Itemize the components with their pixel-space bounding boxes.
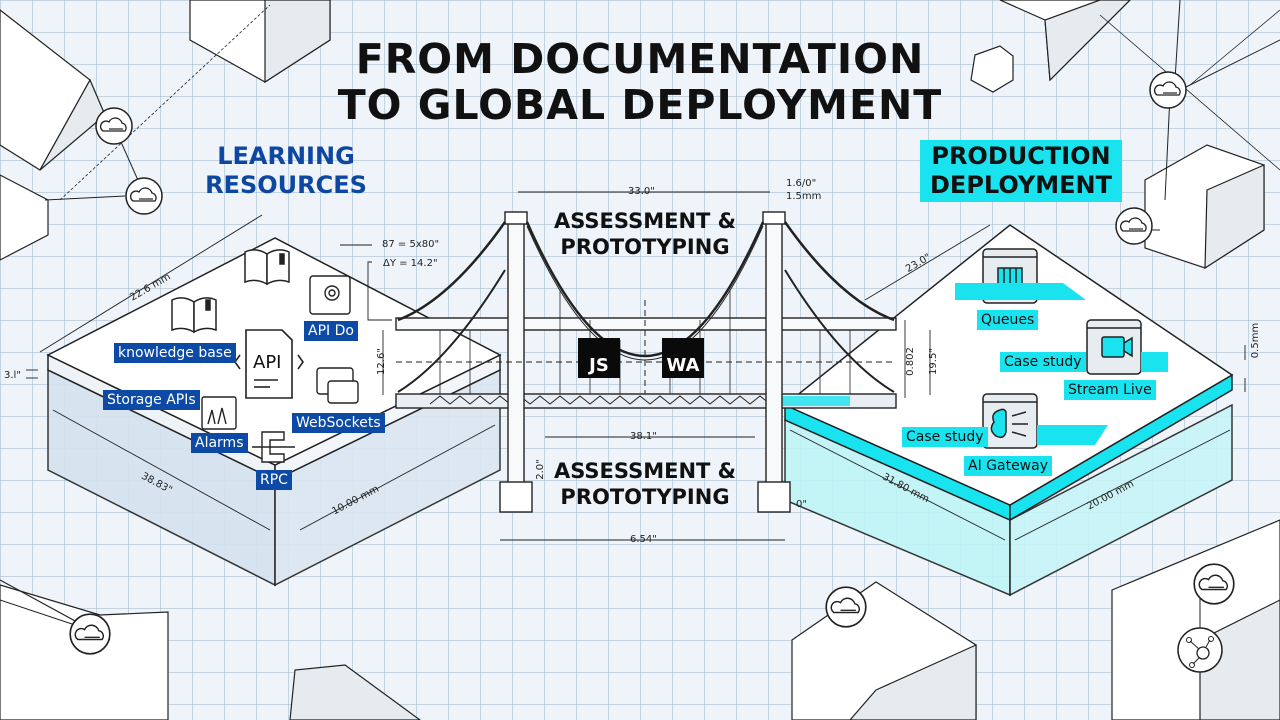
dim-note-1: 87 = 5x80" — [382, 239, 440, 250]
brain-circuit-icon — [982, 393, 1038, 449]
label-line: ASSESSMENT & — [554, 209, 736, 233]
rpc-icon — [252, 431, 295, 463]
logo-text: WA — [666, 355, 700, 376]
learning-platform — [46, 237, 502, 587]
heading-line: LEARNING — [217, 142, 355, 170]
tag-queues[interactable]: Queues — [977, 310, 1039, 330]
book-icon — [244, 249, 290, 286]
cloud-node-icon — [125, 177, 163, 215]
dim-deck-height-right-inner: 0.802 — [904, 347, 916, 376]
dim-pier-height: 2.0" — [534, 459, 546, 480]
page-title: FROM DOCUMENTATION TO GLOBAL DEPLOYMENT — [0, 36, 1280, 128]
learning-resources-heading: LEARNING RESOURCES — [186, 142, 386, 200]
bridge-top-label: ASSESSMENT & PROTOTYPING — [515, 208, 775, 260]
label-line: PROTOTYPING — [560, 485, 730, 509]
book-icon — [171, 297, 217, 334]
label-line: PROTOTYPING — [560, 235, 730, 259]
dim-note-2: ΔY = 14.2" — [383, 258, 438, 269]
heading-line: RESOURCES — [205, 171, 367, 199]
bridge-bottom-label: ASSESSMENT & PROTOTYPING — [515, 458, 775, 510]
title-line-1: FROM DOCUMENTATION — [355, 35, 925, 83]
bridge — [395, 211, 897, 513]
stream-highlight — [1141, 352, 1168, 372]
label-line: ASSESSMENT & — [554, 459, 736, 483]
cloud-node-icon — [1115, 207, 1153, 245]
title-line-2: TO GLOBAL DEPLOYMENT — [337, 81, 943, 129]
video-camera-icon — [1086, 319, 1142, 375]
dim-footing: 0" — [796, 499, 807, 510]
heading-line: DEPLOYMENT — [930, 171, 1113, 199]
tag-case-study-stream[interactable]: Case study — [1000, 352, 1086, 372]
tag-storage-apis[interactable]: Storage APIs — [103, 390, 200, 410]
dim-deck-height-right-outer: 19.5" — [927, 348, 939, 375]
dim-lr-thickness: 3.l" — [4, 370, 21, 381]
dimension-lines — [26, 191, 1246, 541]
hub-node-icon — [1177, 627, 1223, 673]
production-deployment-heading: PRODUCTION DEPLOYMENT — [920, 140, 1123, 202]
tag-ai-gateway[interactable]: AI Gateway — [964, 456, 1053, 476]
logo-text: JS — [589, 355, 609, 376]
queue-highlight — [955, 283, 1086, 300]
gear-document-icon — [309, 275, 351, 315]
alarm-chart-icon — [201, 396, 237, 430]
tag-websockets[interactable]: WebSockets — [292, 413, 385, 433]
dim-deck-height-left: 12.6" — [375, 348, 387, 375]
dim-span-inner: 38.1" — [630, 431, 657, 442]
tag-stream-live[interactable]: Stream Live — [1064, 380, 1156, 400]
cloud-node-icon — [69, 613, 111, 655]
gateway-highlight — [1037, 425, 1108, 445]
javascript-logo-icon: JS — [578, 338, 620, 378]
dim-span-bottom: 6.54" — [630, 534, 657, 545]
dim-tower-cap-2: 1.5mm — [786, 191, 822, 202]
tag-case-study-ai[interactable]: Case study — [902, 427, 988, 447]
tag-alarms[interactable]: Alarms — [191, 433, 248, 453]
tag-api-docs[interactable]: API Do — [304, 321, 358, 341]
dim-span-top: 33.0" — [628, 186, 655, 197]
dim-pd-thickness: 0.5mm — [1250, 322, 1262, 359]
cloud-node-icon — [825, 586, 867, 628]
websocket-icon — [316, 367, 359, 404]
webassembly-logo-icon: WA — [662, 338, 704, 378]
api-document-icon — [234, 329, 304, 399]
cloud-node-icon — [1193, 563, 1235, 605]
dim-tower-cap-1: 1.6/0" — [786, 178, 817, 189]
tag-knowledge-base[interactable]: knowledge base — [114, 343, 236, 363]
api-text: API — [253, 352, 281, 373]
tag-rpc[interactable]: RPC — [256, 470, 292, 490]
heading-line: PRODUCTION — [931, 142, 1111, 170]
